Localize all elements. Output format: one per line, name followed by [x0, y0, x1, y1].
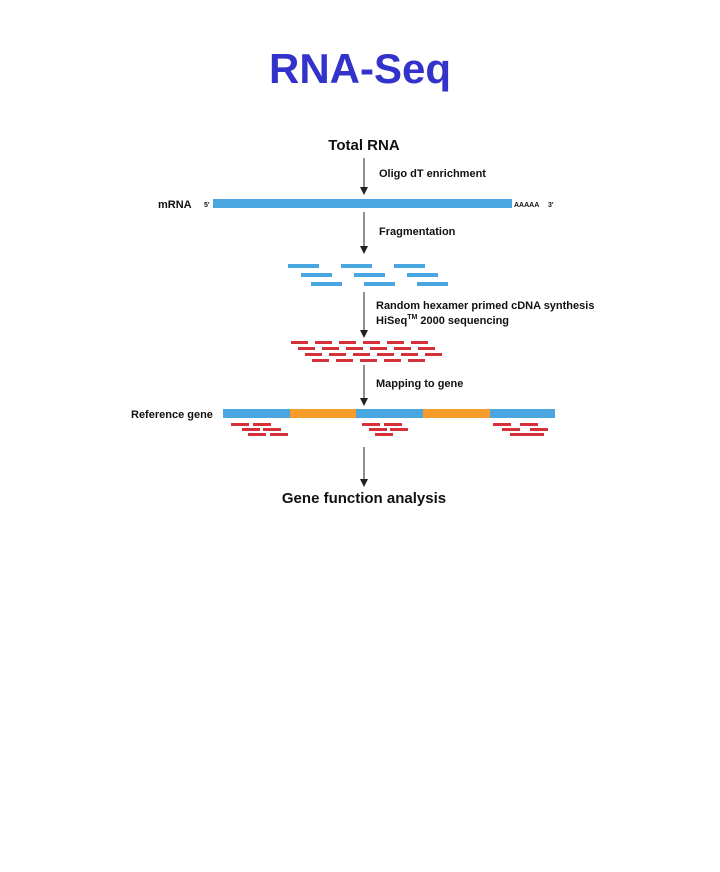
mrna-fragment	[354, 273, 385, 277]
mrna-fragment	[301, 273, 332, 277]
sequencing-read	[291, 341, 308, 344]
mapped-read	[520, 423, 538, 426]
exon-segment	[223, 409, 290, 418]
mapped-read	[384, 423, 402, 426]
mapped-read	[375, 433, 393, 436]
mrna-fragment	[417, 282, 448, 286]
mrna-fragment	[364, 282, 395, 286]
sequencing-read	[377, 353, 394, 356]
mrna-fragment	[341, 264, 372, 268]
sequencing-read	[363, 341, 380, 344]
mapped-read	[248, 433, 266, 436]
mapped-read	[362, 423, 380, 426]
mapped-read	[510, 433, 528, 436]
intron-segment	[423, 409, 490, 418]
reference-gene-track	[223, 409, 555, 418]
step-mapping-to-gene: Mapping to gene	[376, 378, 463, 390]
sequencing-read	[336, 359, 353, 362]
mrna-fragment	[288, 264, 319, 268]
sequencing-read	[312, 359, 329, 362]
mrna-fragment	[311, 282, 342, 286]
mrna-bar	[213, 199, 512, 208]
mrna-fragments	[288, 264, 448, 286]
mapped-read	[526, 433, 544, 436]
sequencing-read	[298, 347, 315, 350]
sequencing-read	[346, 347, 363, 350]
intron-segment	[290, 409, 356, 418]
exon-segment	[356, 409, 423, 418]
sequencing-read	[322, 347, 339, 350]
sequencing-read	[387, 341, 404, 344]
node-total-rna: Total RNA	[328, 137, 400, 154]
sequencing-platform: HiSeq	[376, 315, 407, 327]
five-prime-label: 5'	[204, 202, 210, 209]
mapped-read	[369, 428, 387, 431]
mrna-label: mRNA	[158, 199, 192, 211]
mapped-read	[270, 433, 288, 436]
sequencing-read	[394, 347, 411, 350]
sequencing-read	[353, 353, 370, 356]
poly-a-tail-label: AAAAA	[514, 202, 539, 209]
sequencing-suffix: 2000 sequencing	[417, 315, 509, 327]
mapped-read	[502, 428, 520, 431]
mapped-read	[231, 423, 249, 426]
exon-segment	[490, 409, 555, 418]
sequencing-read	[425, 353, 442, 356]
mrna-fragment	[407, 273, 438, 277]
sequencing-read	[384, 359, 401, 362]
mapped-read	[493, 423, 511, 426]
mapped-read	[530, 428, 548, 431]
sequencing-read	[411, 341, 428, 344]
step-oligo-dt-enrichment: Oligo dT enrichment	[379, 168, 486, 180]
step-fragmentation: Fragmentation	[379, 226, 456, 238]
reference-gene-label: Reference gene	[131, 409, 213, 421]
step-cdna-synthesis: Random hexamer primed cDNA synthesis	[376, 300, 594, 312]
sequencing-read	[418, 347, 435, 350]
mapped-read	[263, 428, 281, 431]
trademark-mark: TM	[407, 314, 417, 321]
sequenced-reads	[291, 341, 442, 362]
sequencing-read	[370, 347, 387, 350]
mapped-read	[390, 428, 408, 431]
sequencing-read	[329, 353, 346, 356]
mapped-read	[253, 423, 271, 426]
sequencing-read	[360, 359, 377, 362]
three-prime-label: 3'	[548, 202, 554, 209]
sequencing-read	[315, 341, 332, 344]
mrna-fragment	[394, 264, 425, 268]
page-title: RNA-Seq	[268, 45, 451, 92]
mapped-read	[242, 428, 260, 431]
sequencing-read	[305, 353, 322, 356]
sequencing-read	[401, 353, 418, 356]
sequencing-read	[408, 359, 425, 362]
sequencing-read	[339, 341, 356, 344]
node-gene-function-analysis: Gene function analysis	[282, 490, 446, 507]
step-sequencing: HiSeqTM 2000 sequencing	[376, 314, 509, 327]
mapped-reads	[231, 423, 548, 436]
